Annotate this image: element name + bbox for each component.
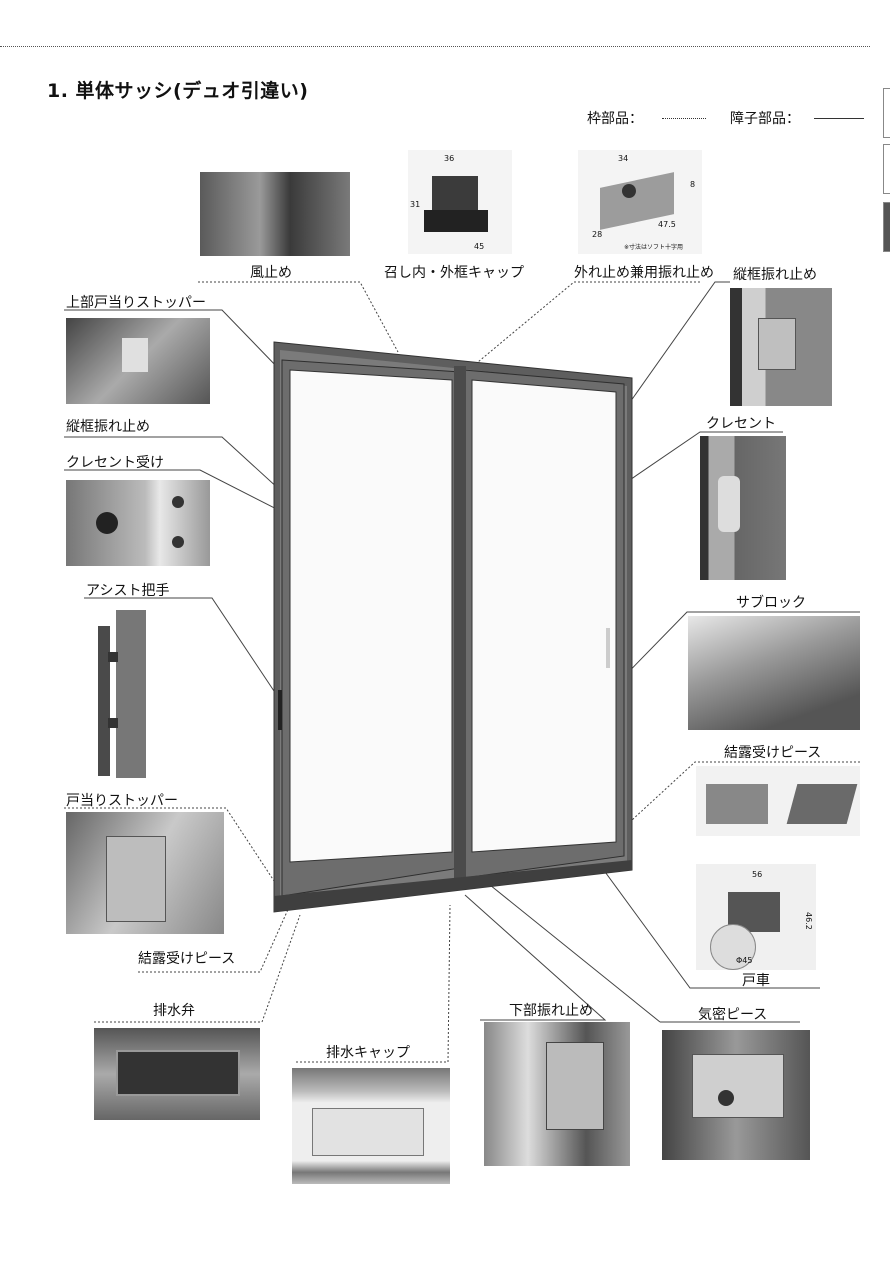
label-kabu-furedome: 下部振れ止め xyxy=(509,1003,593,1019)
photo-tatewaku-right xyxy=(730,288,832,406)
photo-sub-lock xyxy=(688,616,860,730)
photo-crescent xyxy=(700,436,786,580)
photo-crescent-uke xyxy=(66,480,210,566)
photo-assist-handle xyxy=(98,610,148,778)
side-tab xyxy=(883,88,890,138)
label-kazedome: 風止め xyxy=(250,265,292,281)
top-dotted-rule xyxy=(0,46,870,47)
photo-jobu-stopper xyxy=(66,318,210,404)
side-tab xyxy=(883,144,890,194)
label-tatewaku-left: 縦框振れ止め xyxy=(66,419,150,435)
side-tab-active xyxy=(883,202,890,252)
photo-kabu-furedome xyxy=(484,1022,630,1166)
label-ketsuro-left: 結露受けピース xyxy=(138,951,236,967)
label-meshiuchi-cap: 召し内・外框キャップ xyxy=(384,265,524,281)
label-togurma: 戸車 xyxy=(742,973,770,989)
photo-hazuredome: 34 8 28 47.5 ※寸法はソフト十字用 xyxy=(578,150,702,254)
section-title: 1. 単体サッシ(デュオ引違い) xyxy=(47,80,309,102)
dim-cap-side: 31 xyxy=(410,200,421,209)
label-tatewaku-right: 縦框振れ止め xyxy=(733,267,817,283)
label-ketsuro-right: 結露受けピース xyxy=(724,745,822,761)
legend-sash-label: 障子部品： xyxy=(730,111,800,127)
legend-frame-dotted-line xyxy=(662,118,706,119)
legend-sash-parts: 障子部品： xyxy=(730,108,800,128)
photo-haisui-cap xyxy=(292,1068,450,1184)
label-hazuredome: 外れ止め兼用振れ止め xyxy=(574,265,714,281)
label-kimitsu-piece: 気密ピース xyxy=(698,1007,768,1023)
dim-stop-left: 28 xyxy=(592,230,603,239)
photo-ketsuro-right xyxy=(696,766,860,836)
dim-stop-top: 34 xyxy=(618,154,629,163)
sash-drawing xyxy=(273,341,633,913)
label-haisuiben: 排水弁 xyxy=(153,1003,195,1019)
dim-roller-top: 56 xyxy=(752,870,763,879)
dim-cap-top: 36 xyxy=(444,154,455,163)
photo-todomari-stopper xyxy=(66,812,224,934)
legend-frame-parts: 枠部品： xyxy=(587,108,643,128)
dim-cap-bottom: 45 xyxy=(474,242,485,251)
label-crescent-uke: クレセント受け xyxy=(66,455,164,471)
photo-meshiuchi-cap: 36 31 45 xyxy=(408,150,512,254)
dim-stop-right: 47.5 xyxy=(658,220,676,229)
photo-togurma: 56 46.2 Φ45 xyxy=(696,864,816,970)
dim-roller-bottom: Φ45 xyxy=(736,956,753,965)
label-assist-handle: アシスト把手 xyxy=(86,583,170,599)
dim-stop-note: ※寸法はソフト十字用 xyxy=(624,244,684,251)
label-jobu-stopper: 上部戸当りストッパー xyxy=(66,295,206,311)
dim-roller-side: 46.2 xyxy=(804,912,813,930)
legend-frame-label: 枠部品： xyxy=(587,111,643,127)
label-haisui-cap: 排水キャップ xyxy=(326,1045,410,1061)
dim-stop-side: 8 xyxy=(690,180,696,189)
label-crescent: クレセント xyxy=(706,416,776,432)
label-sub-lock: サブロック xyxy=(736,595,806,611)
label-todomari-stopper: 戸当りストッパー xyxy=(66,793,178,809)
photo-kimitsu-piece xyxy=(662,1030,810,1160)
legend-sash-solid-line xyxy=(814,118,864,119)
photo-haisuiben xyxy=(94,1028,260,1120)
photo-kazedome xyxy=(200,172,350,256)
